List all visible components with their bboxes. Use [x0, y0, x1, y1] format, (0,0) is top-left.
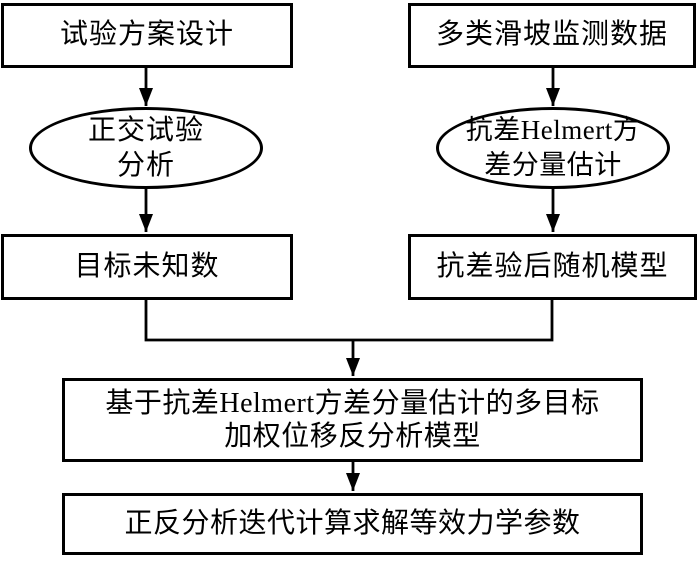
node-experiment-scheme-design: 试验方案设计 [1, 3, 293, 68]
node-label: 抗差验后随机模型 [436, 250, 669, 282]
node-label: 正反分析迭代计算求解等效力学参数 [124, 507, 581, 539]
node-label-line1: 正交试验 [87, 115, 204, 146]
node-label: 目标未知数 [74, 250, 220, 282]
node-robust-posterior-stochastic-model: 抗差验后随机模型 [408, 234, 697, 300]
merge-connector [144, 299, 554, 342]
node-orthogonal-experiment-analysis: 正交试验 分析 [29, 107, 263, 189]
node-landslide-monitoring-data: 多类滑坡监测数据 [408, 3, 696, 68]
node-label-line2: 差分量估计 [484, 150, 622, 180]
node-label-line1: 抗差Helmert方 [465, 114, 641, 145]
node-robust-helmert-variance-estimation: 抗差Helmert方 差分量估计 [436, 107, 670, 189]
node-label: 多类滑坡监测数据 [435, 19, 668, 51]
node-label-line2: 加权位移反分析模型 [224, 421, 481, 452]
node-label: 试验方案设计 [59, 19, 234, 51]
node-label-line2: 分析 [116, 150, 175, 181]
node-iterative-solution-equivalent-mechanical-parameters: 正反分析迭代计算求解等效力学参数 [62, 493, 643, 555]
node-target-unknowns: 目标未知数 [1, 234, 293, 300]
node-multiobjective-weighted-displacement-back-analysis-model: 基于抗差Helmert方差分量估计的多目标 加权位移反分析模型 [62, 378, 643, 462]
node-label-line1: 基于抗差Helmert方差分量估计的多目标 [105, 387, 600, 419]
